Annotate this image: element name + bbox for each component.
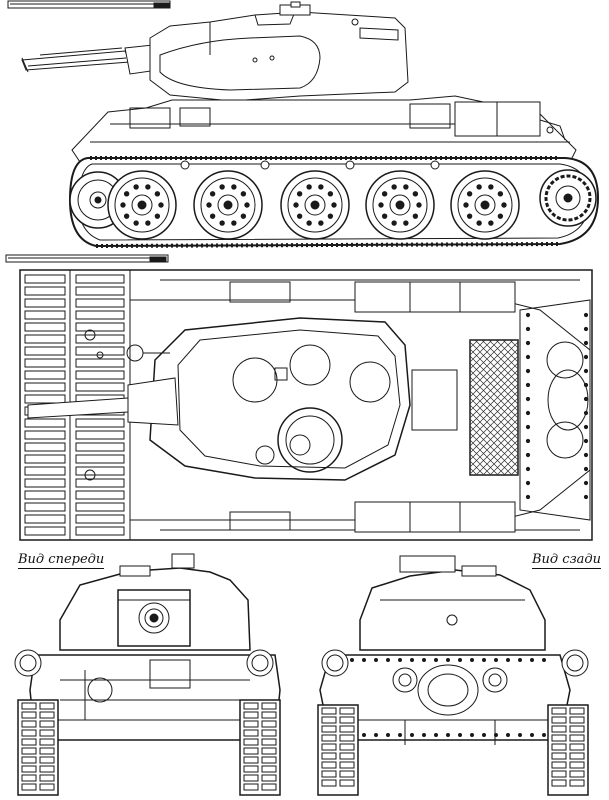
side-drive-sprocket xyxy=(540,170,596,226)
top-fitting xyxy=(97,352,103,358)
front-headlight-right xyxy=(247,650,273,676)
top-engine-grille xyxy=(470,293,518,523)
side-return-roller xyxy=(431,161,439,169)
track-column xyxy=(18,700,58,795)
side-gun-barrel xyxy=(22,45,158,74)
rear-headlight-right xyxy=(562,650,588,676)
rear-hull-bolts xyxy=(339,659,546,737)
side-road-wheel xyxy=(366,171,434,239)
side-view xyxy=(8,1,598,246)
track-link xyxy=(76,311,124,319)
track-column xyxy=(240,700,280,795)
track-link xyxy=(76,455,124,463)
track-link xyxy=(76,467,124,475)
track-column xyxy=(318,705,358,795)
rear-cupola xyxy=(400,556,455,572)
track-link xyxy=(76,431,124,439)
track-link xyxy=(76,335,124,343)
rear-turret xyxy=(360,570,545,650)
side-road-wheel xyxy=(194,171,262,239)
front-cupola xyxy=(172,554,194,568)
track-link xyxy=(76,299,124,307)
track-link xyxy=(76,479,124,487)
top-turret xyxy=(150,318,410,480)
rear-hatch xyxy=(462,566,496,576)
side-return-roller xyxy=(181,161,189,169)
top-rear-plate-bolts xyxy=(526,313,587,498)
side-road-wheel xyxy=(451,171,519,239)
front-tracks xyxy=(18,700,280,795)
rear-tracks xyxy=(318,705,588,795)
track-link xyxy=(76,287,124,295)
side-hull xyxy=(72,96,576,162)
front-hatch xyxy=(120,566,150,576)
track-link xyxy=(76,383,124,391)
top-headlight xyxy=(85,330,95,340)
track-link xyxy=(76,443,124,451)
rear-hull xyxy=(320,655,570,745)
front-gun-mantlet xyxy=(118,590,190,646)
top-headlight xyxy=(85,470,95,480)
front-headlight-left xyxy=(15,650,41,676)
track-link xyxy=(76,527,124,535)
top-gun-barrel xyxy=(28,345,178,425)
section-marker-top xyxy=(8,1,170,8)
track-link xyxy=(76,515,124,523)
track-link xyxy=(76,419,124,427)
rear-view xyxy=(318,556,588,795)
top-view xyxy=(6,255,592,540)
rear-view-label: Вид сзади xyxy=(532,552,602,569)
side-road-wheel xyxy=(108,171,176,239)
side-return-roller xyxy=(261,161,269,169)
track-link xyxy=(76,503,124,511)
track-link xyxy=(76,323,124,331)
track-link xyxy=(76,491,124,499)
side-return-roller xyxy=(346,161,354,169)
side-road-wheels xyxy=(108,171,519,239)
front-view-label: Вид спереди xyxy=(18,552,105,569)
rear-headlight-left xyxy=(322,650,348,676)
side-turret xyxy=(150,2,408,101)
track-link xyxy=(76,347,124,355)
rear-turret-details xyxy=(380,600,525,625)
section-marker-mid xyxy=(6,255,168,262)
track-column xyxy=(548,705,588,795)
track-link xyxy=(76,359,124,367)
track-link xyxy=(76,371,124,379)
front-hull xyxy=(30,655,280,740)
side-road-wheel xyxy=(281,171,349,239)
top-hull-deck xyxy=(130,280,590,532)
front-view xyxy=(15,554,280,795)
track-link xyxy=(76,275,124,283)
